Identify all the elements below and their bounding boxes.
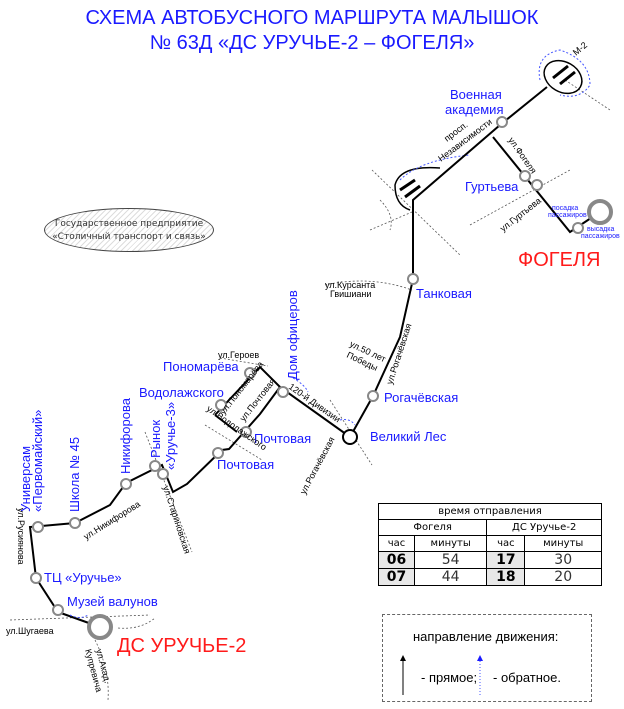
organization-line2: «Столичный транспорт и связь»: [52, 232, 206, 242]
interchange-m2: [538, 49, 591, 97]
schedule-hour: 18: [486, 568, 526, 586]
street-label: ул.Шугаева: [6, 626, 54, 636]
stop-label-rynok-2: «Уручье-3»: [163, 402, 178, 470]
schedule-subheader: минуты: [413, 535, 488, 552]
backward-arrow-path: [69, 377, 356, 618]
stop-label-tc: ТЦ «Уручье»: [44, 570, 122, 585]
velikiy-les-hub-marker[interactable]: [342, 429, 358, 445]
schedule-title: время отправления: [378, 503, 602, 520]
schedule-hour: 07: [378, 568, 415, 586]
street-label: ул.Никифорова: [82, 499, 142, 542]
stop-label-tankovaya: Танковая: [416, 286, 472, 301]
stop-marker[interactable]: [30, 572, 42, 584]
stop-marker[interactable]: [244, 367, 256, 379]
schedule-minutes: 54: [413, 551, 488, 569]
schedule-row: 06 54 17 30: [378, 551, 602, 569]
terminal-uruchye-marker[interactable]: [87, 614, 113, 640]
legend-backward: - обратное.: [493, 670, 561, 685]
stop-label-gurtyeva: Гуртьева: [465, 179, 519, 194]
organization-line1: Государственное предприятие: [54, 219, 204, 229]
terminal-label-uruchye: ДС УРУЧЬЕ-2: [117, 635, 246, 657]
note-alight-2: пассажиров: [581, 233, 620, 240]
stop-marker[interactable]: [120, 478, 132, 490]
street-label: ул.Стариновская: [161, 485, 192, 556]
stop-marker[interactable]: [240, 426, 252, 438]
stop-marker[interactable]: [157, 468, 169, 480]
stop-label-shkola: Школа № 45: [67, 437, 82, 512]
stop-label-rogachevskaya: Рогачёвская: [384, 390, 458, 405]
stop-marker[interactable]: [519, 170, 531, 182]
interchange-nezavisimosti: [369, 154, 471, 231]
schedule-col-fogelya: Фогеля: [377, 519, 488, 536]
schedule-hour: 06: [378, 551, 415, 569]
stop-label-vodolazhskogo: Водолажского: [139, 385, 224, 400]
route-loop-ponomareva: [214, 365, 281, 416]
legend-title: направление движения:: [413, 629, 559, 644]
stop-label-rynok-1: Рынок: [148, 420, 163, 458]
note-boarding-1: посадка: [552, 205, 578, 212]
stop-label-voennaya-1: Военная: [450, 87, 502, 102]
stop-markers: [30, 116, 584, 616]
schedule-minutes: 20: [524, 568, 602, 586]
stop-marker[interactable]: [32, 521, 44, 533]
stop-label-pochtovaya-1: Почтовая: [217, 457, 274, 472]
terminal-label-fogelya: ФОГЕЛЯ: [518, 249, 601, 271]
stop-marker[interactable]: [367, 390, 379, 402]
street-label: ул.Курсанта: [325, 280, 375, 290]
schedule-hour: 17: [486, 551, 526, 569]
schedule-subheader: минуты: [524, 535, 602, 552]
schedule-subheader: час: [378, 535, 415, 552]
street-label: ул.Героев: [218, 350, 259, 360]
stop-label-ponomareva: Пономарёва: [163, 359, 239, 374]
stop-label-universam-2: «Первомайский»: [30, 410, 45, 512]
stop-marker[interactable]: [69, 517, 81, 529]
schedule-minutes: 44: [413, 568, 488, 586]
route-loop-vodolazhskogo: [214, 414, 238, 433]
schedule-row: 07 44 18 20: [378, 568, 602, 586]
backward-arrowhead-icon: [477, 655, 483, 661]
stop-marker[interactable]: [277, 386, 289, 398]
map-title-line2: № 63Д «ДС УРУЧЬЕ-2 – ФОГЕЛЯ»: [149, 32, 475, 54]
stop-label-muzey: Музей валунов: [67, 594, 158, 609]
stop-marker[interactable]: [215, 399, 227, 411]
street-label: ул.Гуртьева: [498, 195, 543, 233]
forward-arrowhead-icon: [400, 655, 406, 661]
street-label: 120-й Дивизии: [287, 381, 342, 424]
schedule-col-uruchye: ДС Уручье-2: [486, 519, 602, 536]
stop-label-voennaya-2: академия: [445, 102, 504, 117]
map-title-line1: СХЕМА АВТОБУСНОГО МАРШРУТА МАЛЫШОК: [85, 7, 539, 29]
street-label: Гвишиани: [330, 289, 371, 299]
stop-label-velikiy-les: Великий Лес: [370, 429, 447, 444]
stop-marker[interactable]: [52, 604, 64, 616]
schedule-subheader: час: [486, 535, 526, 552]
stop-label-nikiforova: Никифорова: [118, 397, 133, 474]
schedule-minutes: 30: [524, 551, 602, 569]
street-label: ул.Русиянова: [16, 508, 26, 565]
street-label: М-2: [571, 40, 589, 58]
organization-badge: Государственное предприятие «Столичный т…: [44, 208, 214, 252]
street-label: ул.Рогачёвская: [384, 322, 413, 386]
stop-label-pochtovaya-2: Почтовая: [254, 431, 311, 446]
stop-marker[interactable]: [149, 460, 161, 472]
stop-label-dom-oficerov: Дом офицеров: [285, 290, 300, 380]
legend-arrows: [400, 655, 483, 695]
note-boarding-2: пассажиров: [548, 212, 587, 219]
stop-marker[interactable]: [407, 273, 419, 285]
stop-label-universam-1: Универсам: [18, 446, 33, 512]
legend-forward: - прямое;: [421, 670, 478, 685]
note-alight-1: высадка: [587, 226, 614, 233]
stop-marker[interactable]: [496, 116, 508, 128]
terminal-fogelya-marker[interactable]: [587, 199, 613, 225]
stop-marker[interactable]: [212, 447, 224, 459]
stop-marker[interactable]: [572, 222, 584, 234]
street-lines: [9, 79, 611, 701]
stop-marker[interactable]: [531, 179, 543, 191]
departure-schedule: время отправления Фогеля ДС Уручье-2 час…: [377, 503, 602, 586]
street-label: ул.Фогеля: [506, 135, 538, 175]
direction-legend: направление движения: - прямое; - обратн…: [382, 614, 592, 702]
